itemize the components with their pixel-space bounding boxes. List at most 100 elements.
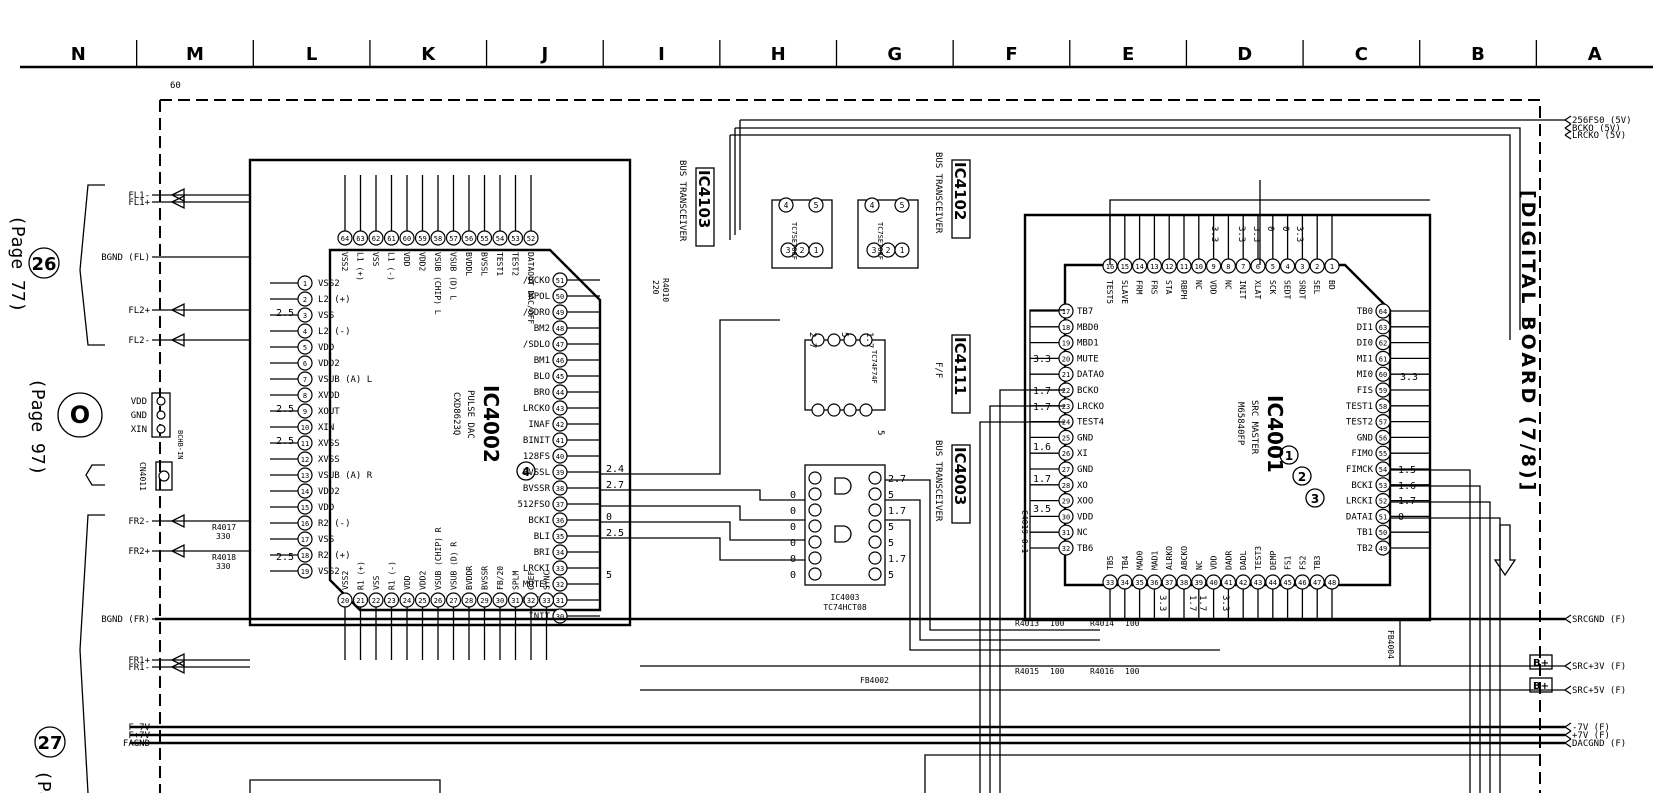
ic4102-symbol: 4 5 2 1 3 TC7SET08F — [857, 197, 919, 269]
ic4001-pin-label: XOO — [1077, 497, 1093, 507]
grid-col-d: D — [1237, 44, 1252, 65]
ic4002-pin-label: FB/20 — [496, 566, 505, 590]
right-conn-label: 256FS0 (5V) — [1572, 116, 1632, 126]
ic4002-pin-label: BM2 — [534, 324, 550, 334]
ic4001-pin-41: 41 — [1224, 579, 1232, 587]
ic4001-pin-31: 31 — [1062, 529, 1070, 537]
ic4002-pin-label: VSUB (D) L — [449, 252, 458, 300]
voltage-label: 2.5 — [276, 308, 294, 319]
ic4002-desc: PULSE DAC — [465, 390, 475, 439]
right-conn-label: SRC+3V (F) — [1572, 662, 1626, 672]
ic4001-pin-34: 34 — [1121, 579, 1129, 587]
svg-text:100: 100 — [1050, 619, 1065, 628]
ic4001-pin-18: 18 — [1062, 324, 1070, 332]
ic4001-pin-21: 21 — [1062, 371, 1070, 379]
ic4001-pin-label: DADL — [1239, 551, 1248, 570]
ic4002-pin-label: XIN — [318, 423, 334, 433]
ic4001-pin-19: 19 — [1062, 340, 1070, 348]
right-conn-label: -7V (F) — [1572, 723, 1610, 733]
ic4001-pin-53: 53 — [1379, 482, 1387, 490]
ic4001-pin-label: TB7 — [1077, 307, 1093, 317]
ic4002-pin-label: VSS2 — [340, 252, 349, 271]
svg-text:BUS TRANSCEIVER: BUS TRANSCEIVER — [933, 152, 943, 234]
ic4002-pin-label: VDD2 — [418, 252, 427, 271]
svg-text:4: 4 — [784, 201, 789, 210]
ic4001-pin-38: 38 — [1180, 579, 1188, 587]
ic4002-pin-62: 62 — [372, 235, 380, 243]
ic4002-pin-label: R1 (+) — [357, 561, 366, 590]
left-conn-label: FR2+ — [128, 547, 150, 557]
ic4002-pin-label: 512FSO — [517, 500, 550, 510]
ic4001-pin-label: TEST5 — [1105, 280, 1114, 304]
ic4002-pin-10: 10 — [301, 424, 309, 432]
ic4002-pin-16: 16 — [301, 520, 309, 528]
ic4002-pin-52: 52 — [527, 235, 535, 243]
ic4002-pin-label: DATAOUT DAC/OFF — [526, 252, 535, 324]
ic4001-pin-39: 39 — [1195, 579, 1203, 587]
ic4001-pin-40: 40 — [1209, 579, 1217, 587]
ic4002-pin-15: 15 — [301, 504, 309, 512]
svg-text:FB4004: FB4004 — [1386, 630, 1395, 659]
ic4001-pin-46: 46 — [1298, 579, 1306, 587]
vdd-connector: VDD GND XIN CN4011 BCHB-IN — [131, 392, 184, 491]
left-conn-label: FR1- — [128, 663, 150, 673]
ic4002-pin-label: L2 (-) — [318, 327, 351, 337]
ic4001-pin-label: MAD0 — [1136, 551, 1145, 570]
ic4002-pin-53: 53 — [511, 235, 519, 243]
ic4002-pin-label: VSS — [372, 575, 381, 590]
ic4001-pin-label: MUTE — [1077, 354, 1099, 364]
ic4002-pin-49: 49 — [556, 309, 564, 317]
ic4002-pin-label: INAF — [528, 420, 550, 430]
ic4001-pin-33: 33 — [1106, 579, 1114, 587]
right-conn-label: SRC+5V (F) — [1572, 686, 1626, 696]
grid-col-j: J — [540, 44, 549, 65]
voltage-label: 1.7 — [888, 554, 906, 565]
ic4001-pin-26: 26 — [1062, 450, 1070, 458]
circled-1: 1 — [1285, 449, 1293, 463]
circle-ref-27: 27 — [37, 733, 62, 754]
ic4001-pin-29: 29 — [1062, 498, 1070, 506]
ic4001-pin-43: 43 — [1254, 579, 1262, 587]
ic4002-pin-55: 55 — [480, 235, 488, 243]
ic4002-pin-label: R1 (-) — [388, 561, 397, 590]
ic4001-pin-64: 64 — [1379, 308, 1387, 316]
ic4002-pin-45: 45 — [556, 373, 564, 381]
ic4002-pin-31: 31 — [511, 597, 519, 605]
ic4001-pin-60: 60 — [1379, 371, 1387, 379]
ic4001-pin-9: 9 — [1211, 263, 1215, 271]
svg-text:VDD: VDD — [131, 397, 147, 407]
svg-text:B+: B+ — [1533, 681, 1549, 692]
ic4002-pin-56: 56 — [465, 235, 473, 243]
ic4001-pin-label: NC — [1194, 280, 1203, 290]
ic4002-pin-13: 13 — [301, 472, 309, 480]
svg-text:330: 330 — [216, 532, 231, 541]
ic4002-pin-21: 21 — [356, 597, 364, 605]
svg-text:C4019 0.1: C4019 0.1 — [1020, 510, 1029, 554]
voltage-label: 2.5 — [276, 552, 294, 563]
svg-text:R4013: R4013 — [1015, 619, 1039, 628]
ic4001-pin-label: INIT — [1238, 280, 1247, 299]
ic4002-pin-label: BVDDR — [465, 566, 474, 590]
ic4002-pin-label: BRO — [534, 388, 550, 398]
ic4002-pin-31: 31 — [556, 597, 564, 605]
ic4002-pin-33: 33 — [556, 565, 564, 573]
grid-col-a: A — [1588, 44, 1602, 65]
ic4001-pin-label: DATAO — [1077, 370, 1104, 380]
left-conn-label: BGND (FL) — [101, 253, 150, 263]
ic4002-pin-label: XOUT — [318, 407, 340, 417]
ic4001-pin-22: 22 — [1062, 387, 1070, 395]
ic4001-pin-57: 57 — [1379, 419, 1387, 427]
ic4001-pin-47: 47 — [1313, 579, 1321, 587]
svg-text:1: 1 — [900, 246, 905, 255]
svg-text:IC4003: IC4003 — [951, 447, 969, 505]
ic4002-pin-label: BPOL — [528, 292, 550, 302]
ic4002-pin-label: VSS — [371, 252, 380, 267]
ic4002-pin-26: 26 — [434, 597, 442, 605]
ic4001-pin-35: 35 — [1135, 579, 1143, 587]
ic4002-pin-43: 43 — [556, 405, 564, 413]
ic4002-pin-30: 30 — [556, 613, 564, 621]
right-conn-label: BCKO (5V) — [1572, 124, 1621, 134]
svg-text:220: 220 — [651, 280, 660, 295]
svg-text:5: 5 — [900, 201, 905, 210]
grid-col-f: F — [1005, 44, 1017, 65]
